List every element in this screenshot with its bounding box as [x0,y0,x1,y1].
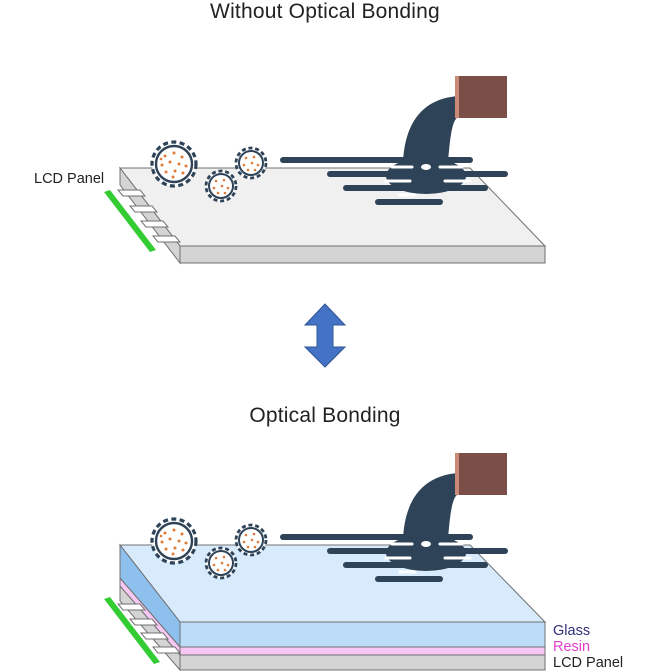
lcd-panel-label-bottom: LCD Panel [553,655,624,671]
double-arrow-icon [303,303,347,368]
lcd-panel-label-top: LCD Panel [34,171,105,187]
resin-label: Resin [553,639,591,655]
germ-icon [150,140,198,188]
germ-icon [234,523,268,557]
panel-connector-top [104,189,182,252]
germ-icon [150,517,198,565]
germ-icon [234,146,268,180]
title-optical-bonding: Optical Bonding [249,404,401,427]
panel-connector-bottom [104,597,182,664]
title-without-optical-bonding: Without Optical Bonding [210,0,440,23]
germ-icon [204,169,238,203]
glass-label: Glass [553,623,591,639]
germ-icon [204,546,238,580]
